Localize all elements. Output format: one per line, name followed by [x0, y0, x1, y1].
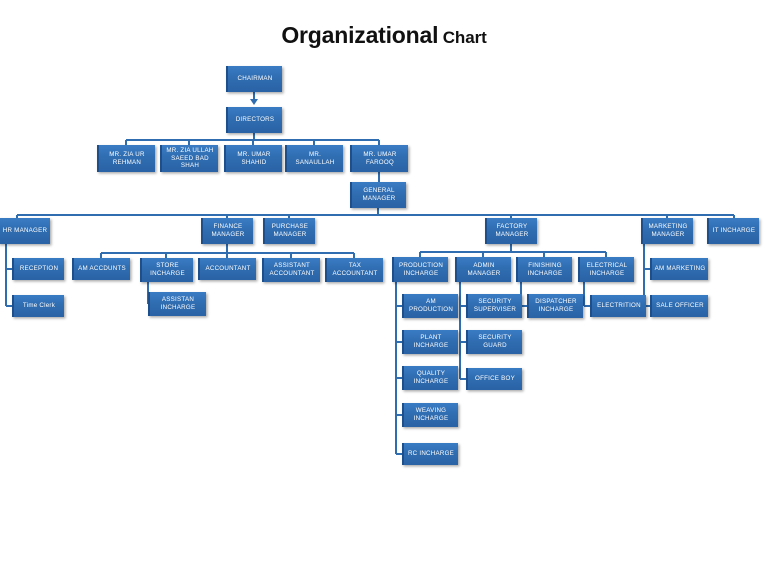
org-node-production-incharge[interactable]: PRODUCTION INCHARGE — [392, 257, 448, 282]
org-node-finishing-incharge[interactable]: FINISHING INCHARGE — [516, 257, 572, 282]
org-node-label: ADMIN MANAGER — [467, 261, 501, 277]
org-node-security-superviser[interactable]: SECURITY SUPERVISER — [466, 294, 522, 318]
org-node-tax-accountant[interactable]: TAX ACCOUNTANT — [325, 258, 383, 282]
page-title-sub: Chart — [442, 28, 487, 47]
org-node-label: ELECTRICAL INCHARGE — [586, 261, 628, 277]
org-node-label: IT INCHARGE — [712, 227, 756, 235]
org-node-label: ACCOUNTANT — [205, 265, 251, 273]
org-node-rc-incharge[interactable]: RC INCHARGE — [402, 443, 458, 465]
org-node-label: SALE OFFICER — [656, 302, 704, 310]
org-node-label: AM PRODUCTION — [408, 298, 454, 313]
org-node-label: RECEPTION — [19, 265, 59, 273]
org-node-label: DIRECTORS — [235, 116, 275, 124]
org-node-electrition[interactable]: ELECTRITION — [590, 295, 646, 317]
org-node-admin-manager[interactable]: ADMIN MANAGER — [455, 257, 511, 282]
page-title: Organizational Chart — [0, 22, 768, 49]
org-node-label: RC INCHARGE — [407, 450, 455, 458]
org-node-marketing-manager[interactable]: MARKETING MANAGER — [641, 218, 693, 244]
org-node-hr-manager[interactable]: HR MANAGER — [0, 218, 50, 244]
page-title-main: Organizational — [281, 22, 439, 48]
org-node-plant-incharge[interactable]: PLANT INCHARGE — [402, 330, 458, 354]
org-node-label: QUALITY INCHARGE — [413, 370, 449, 385]
org-node-quality-incharge[interactable]: QUALITY INCHARGE — [402, 366, 458, 390]
org-node-label: AM MARKETING — [654, 265, 706, 273]
org-node-dir-zia-ur-rehman[interactable]: MR. ZIA UR REHMAN — [97, 145, 155, 172]
org-node-label: MR. SANAULLAH — [295, 150, 335, 166]
org-node-sale-officer[interactable]: SALE OFFICER — [650, 295, 708, 317]
org-node-label: GENERAL MANAGER — [362, 187, 396, 202]
org-node-store-incharge[interactable]: STORE INCHARGE — [140, 258, 193, 282]
org-node-chairman[interactable]: CHAIRMAN — [226, 66, 282, 92]
org-node-accountant[interactable]: ACCOUNTANT — [198, 258, 256, 280]
org-node-label: MR. ZIA UR REHMAN — [109, 150, 145, 166]
org-node-assistan-incharge[interactable]: ASSISTAN INCHARGE — [148, 292, 206, 316]
org-node-label: TAX ACCOUNTANT — [332, 262, 378, 277]
org-node-finance-manager[interactable]: FINANCE MANAGER — [201, 218, 253, 244]
org-node-label: WEAVING INCHARGE — [413, 407, 449, 422]
org-node-dir-sanaullah[interactable]: MR. SANAULLAH — [285, 145, 343, 172]
org-node-time-clerk[interactable]: Time Clerk — [12, 295, 64, 317]
org-node-label: PRODUCTION INCHARGE — [398, 261, 444, 277]
org-node-label: HR MANAGER — [2, 227, 48, 235]
org-node-dir-umar-shahid[interactable]: MR. UMAR SHAHID — [224, 145, 282, 172]
org-node-label: STORE INCHARGE — [150, 262, 185, 277]
org-node-reception[interactable]: RECEPTION — [12, 258, 64, 280]
org-node-label: MR. ZIA ULLAH SAEED BAD SHAH — [166, 146, 214, 170]
org-node-label: Time Clerk — [22, 302, 56, 310]
org-node-factory-manager[interactable]: FACTORY MANAGER — [485, 218, 537, 244]
org-node-label: ASSISTANT ACCOUNTANT — [269, 262, 315, 277]
org-node-label: SECURITY SUPERVISER — [473, 298, 517, 313]
org-node-electrical-incharge[interactable]: ELECTRICAL INCHARGE — [578, 257, 634, 282]
org-node-am-accounts[interactable]: AM ACCDUNTS — [72, 258, 130, 280]
org-node-label: CHAIRMAN — [237, 75, 273, 83]
org-node-label: DISPATCHER INCHARGE — [535, 298, 577, 313]
org-node-label: MR. UMAR FAROOQ — [363, 150, 397, 166]
org-node-general-manager[interactable]: GENERAL MANAGER — [350, 182, 406, 208]
org-node-label: OFFICE BOY — [475, 375, 515, 383]
org-node-label: PLANT INCHARGE — [413, 334, 449, 349]
org-node-security-guard[interactable]: SECURITY GUARD — [466, 330, 522, 354]
org-node-weaving-incharge[interactable]: WEAVING INCHARGE — [402, 403, 458, 427]
org-node-dir-umar-farooq[interactable]: MR. UMAR FAROOQ — [350, 145, 408, 172]
org-node-label: MR. UMAR SHAHID — [237, 150, 271, 166]
org-node-it-incharge[interactable]: IT INCHARGE — [707, 218, 759, 244]
arrowhead-chairman-directors — [250, 99, 258, 105]
org-node-label: FINISHING INCHARGE — [527, 261, 563, 277]
org-node-label: FACTORY MANAGER — [495, 223, 529, 238]
org-node-label: MARKETING MANAGER — [648, 223, 688, 238]
org-node-label: FINANCE MANAGER — [211, 223, 245, 238]
org-node-dispatcher-incharge[interactable]: DISPATCHER INCHARGE — [527, 294, 583, 318]
org-node-directors[interactable]: DIRECTORS — [226, 107, 282, 133]
org-node-label: AM ACCDUNTS — [78, 265, 126, 273]
org-node-label: PURCHASE MANAGER — [271, 223, 309, 238]
org-node-label: ELECTRITION — [597, 302, 641, 310]
org-node-assistant-accountant[interactable]: ASSISTANT ACCOUNTANT — [262, 258, 320, 282]
org-node-dir-zia-ullah[interactable]: MR. ZIA ULLAH SAEED BAD SHAH — [160, 145, 218, 172]
org-node-am-production[interactable]: AM PRODUCTION — [402, 294, 458, 318]
org-node-office-boy[interactable]: OFFICE BOY — [466, 368, 522, 390]
org-node-label: ASSISTAN INCHARGE — [160, 296, 196, 311]
org-node-purchase-manager[interactable]: PURCHASE MANAGER — [263, 218, 315, 244]
org-node-label: SECURITY GUARD — [478, 334, 512, 349]
org-node-am-marketing[interactable]: AM MARKETING — [650, 258, 708, 280]
